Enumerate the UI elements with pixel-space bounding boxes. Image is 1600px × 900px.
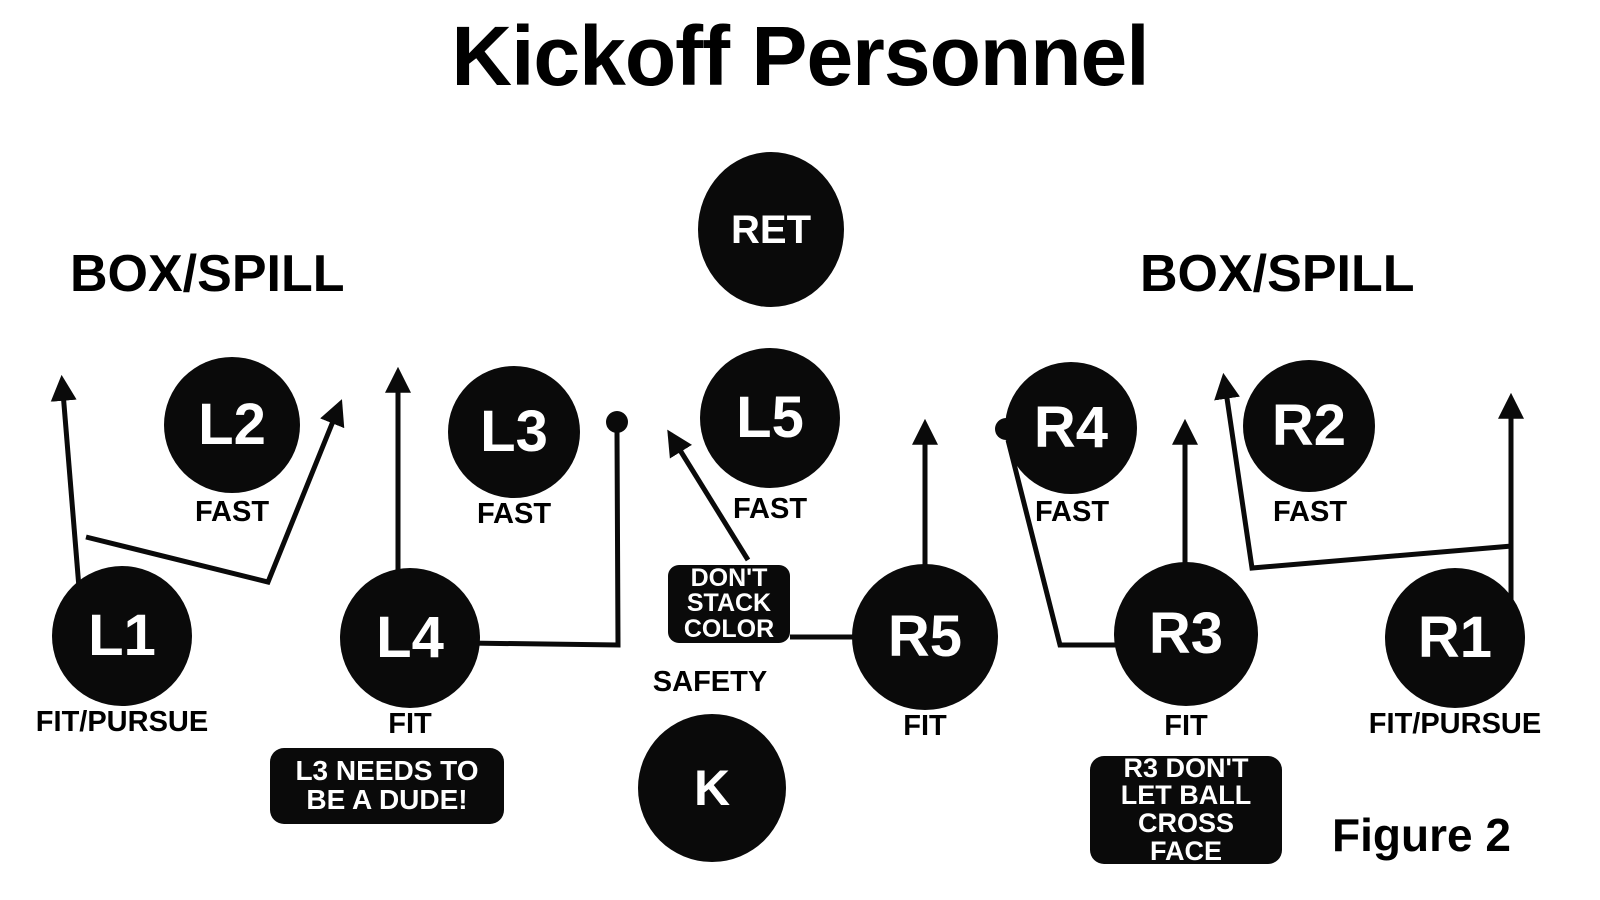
player-marker-r2[interactable]: R2 <box>1243 360 1375 492</box>
callout-line: CROSS FACE <box>1137 808 1235 866</box>
role-label-l5: FAST <box>732 493 808 525</box>
callout-line: R3 DON'T <box>1123 752 1249 783</box>
role-label-l4: FIT <box>388 708 432 740</box>
role-label-l1: FIT/PURSUE <box>35 706 209 738</box>
player-marker-r1[interactable]: R1 <box>1385 568 1525 708</box>
role-label-r5: FIT <box>903 710 947 742</box>
role-label-r3: FIT <box>1164 710 1208 742</box>
player-marker-r5[interactable]: R5 <box>852 564 998 710</box>
callout-dont-stack-color[interactable]: DON'T STACK COLOR <box>668 565 790 643</box>
role-label-r1: FIT/PURSUE <box>1368 708 1542 740</box>
role-label-l3: FAST <box>476 498 552 530</box>
callout-line: STACK <box>686 589 772 618</box>
figure-label: Figure 2 <box>1332 809 1511 861</box>
player-marker-l2[interactable]: L2 <box>164 357 300 493</box>
player-marker-l1[interactable]: L1 <box>52 566 192 706</box>
player-marker-ret[interactable]: RET <box>698 152 844 307</box>
ball-dot-left <box>606 411 628 433</box>
section-label-right: BOX/SPILL <box>1140 245 1415 303</box>
section-label-left: BOX/SPILL <box>70 245 345 303</box>
callout-r3-dont-let-ball-cross-face[interactable]: R3 DON'T LET BALL CROSS FACE <box>1090 752 1282 866</box>
role-label-r2: FAST <box>1272 496 1348 528</box>
page-title: Kickoff Personnel <box>451 9 1149 103</box>
player-marker-l5[interactable]: L5 <box>700 348 840 488</box>
player-marker-r4[interactable]: R4 <box>1005 362 1137 494</box>
callout-line: COLOR <box>683 614 775 643</box>
callout-line: BE A DUDE! <box>306 784 468 815</box>
player-marker-r3[interactable]: R3 <box>1114 562 1258 706</box>
role-label-r4: FAST <box>1034 496 1110 528</box>
callout-line: DON'T <box>690 563 768 592</box>
role-label-l2: FAST <box>194 496 270 528</box>
player-marker-l4[interactable]: L4 <box>340 568 480 708</box>
player-marker-k[interactable]: K <box>638 714 786 862</box>
path-l1-vertical <box>50 374 83 601</box>
role-label-safety: SAFETY <box>652 666 768 698</box>
callout-l3-needs-to-be-a-dude[interactable]: L3 NEEDS TO BE A DUDE! <box>270 748 504 824</box>
player-marker-l3[interactable]: L3 <box>448 366 580 498</box>
callout-line: LET BALL <box>1120 780 1252 811</box>
callout-line: L3 NEEDS TO <box>295 755 479 787</box>
